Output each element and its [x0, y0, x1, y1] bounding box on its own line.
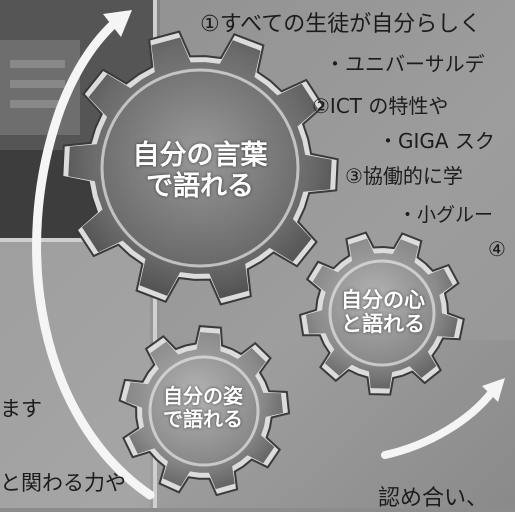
curved-arrow-icon: [32, 15, 155, 500]
small-gear-icon: [118, 325, 291, 497]
policy-item-1: ①すべての生徒が自分らしく: [200, 12, 482, 37]
policy-sub-2: ・GIGA スク: [378, 129, 495, 153]
gear-label-heart-line1: 自分の心: [341, 288, 425, 312]
policy-item-4: ④: [488, 237, 506, 261]
gear-label-figure: 自分の姿 で語れる: [148, 385, 258, 431]
left-text-1: ます: [0, 397, 42, 421]
policy-sub-1: ・ユニバーサルデ: [325, 52, 485, 76]
policy-item-3: ③協働的に学: [345, 164, 463, 188]
policy-item-2: ②ICT の特性や: [312, 94, 449, 118]
gear-label-figure-line2: で語れる: [163, 407, 243, 431]
curved-arrow-icon-small: [381, 388, 496, 459]
large-gear-icon: [61, 30, 339, 306]
policy-sub-3: ・小グルー: [398, 204, 494, 226]
left-text-2: と関わる力や: [0, 471, 126, 495]
bottom-text: 認め合い、: [378, 486, 489, 511]
gear-label-words: 自分の言葉 で語れる: [120, 140, 280, 202]
gear-label-figure-line1: 自分の姿: [163, 384, 243, 408]
medium-gear-icon: [298, 231, 465, 396]
gear-label-words-line1: 自分の言葉: [132, 140, 268, 171]
gear-label-words-line2: で語れる: [146, 171, 254, 203]
gear-label-heart: 自分の心 と語れる: [328, 288, 438, 336]
gear-label-heart-line2: と語れる: [341, 312, 425, 337]
